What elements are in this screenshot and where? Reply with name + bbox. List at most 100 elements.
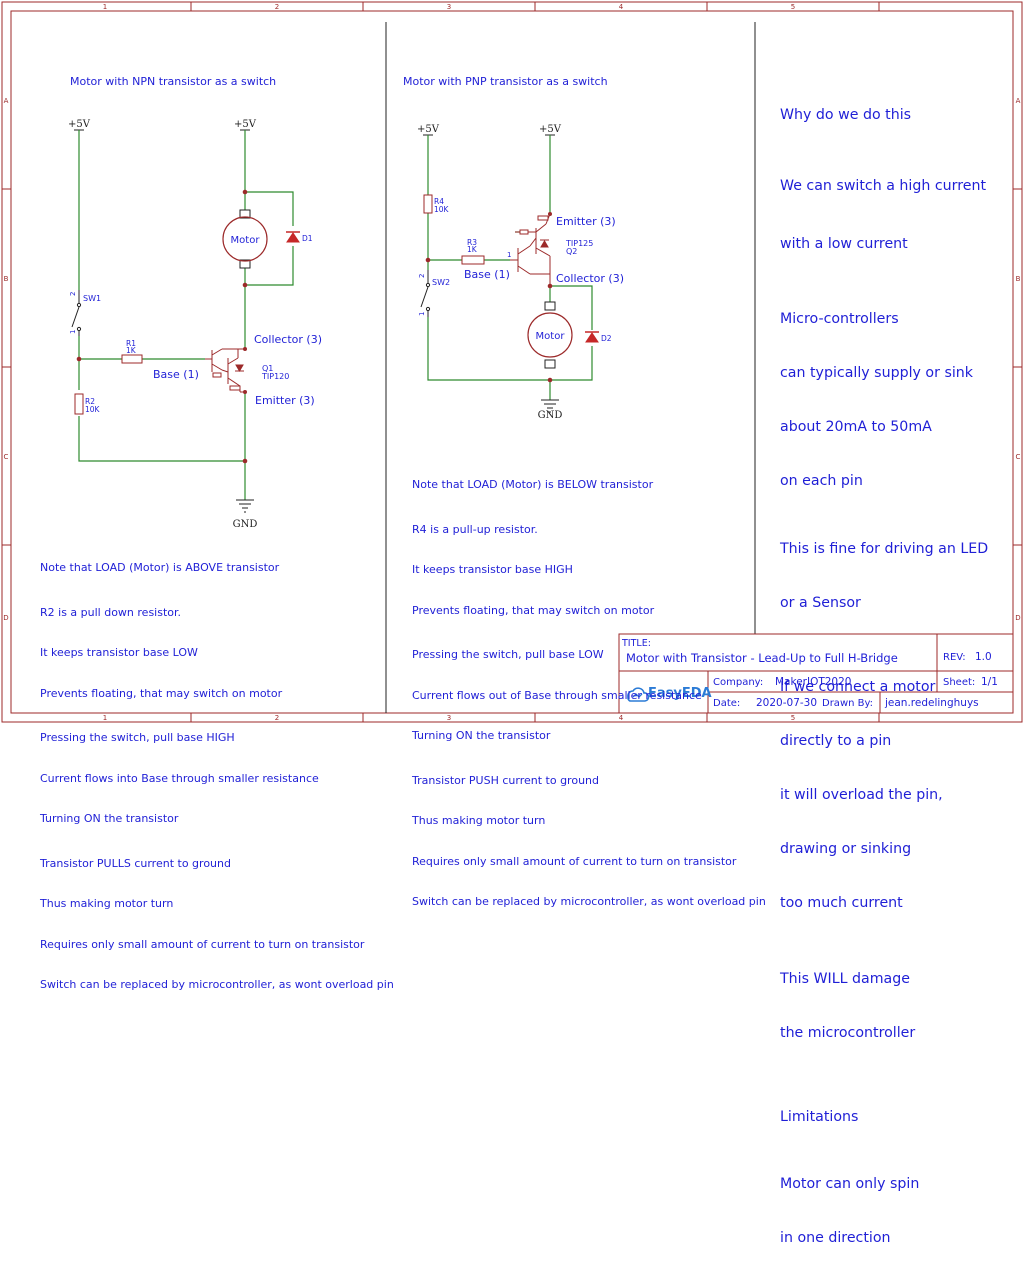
pnp-note-line: Turning ON the transistor xyxy=(412,729,551,742)
sheet-border-outer xyxy=(1,1,1023,723)
pnp-q-part: TIP125 xyxy=(565,239,593,248)
pnp-note-line: Switch can be replaced by microcontrolle… xyxy=(412,895,766,908)
npn-gnd-symbol xyxy=(236,499,254,513)
explanation-line: Micro-controllers xyxy=(780,311,899,327)
row-label-left: B xyxy=(4,275,9,283)
explanation-line: This is fine for driving an LED xyxy=(780,541,989,557)
easyeda-logo: EasyEDA xyxy=(627,686,712,702)
col-label-bottom: 5 xyxy=(791,714,795,722)
pnp-gnd-label: GND xyxy=(538,410,563,421)
pnp-switch-pin-bottom: 1 xyxy=(418,312,426,316)
npn-note-line: Turning ON the transistor xyxy=(40,812,179,825)
pnp-gnd-symbol xyxy=(541,399,559,413)
npn-switch-pin-bottom: 1 xyxy=(69,330,77,334)
npn-q-part: TIP120 xyxy=(261,372,289,381)
rev-value: 1.0 xyxy=(975,651,992,663)
pnp-note-line: Transistor PUSH current to ground xyxy=(412,773,599,787)
explanation-panel: Why do we do this We can switch a high c… xyxy=(780,70,988,1265)
logo-text: EasyEDA xyxy=(648,686,712,701)
npn-motor-brush-top xyxy=(239,209,251,219)
npn-diode-d1 xyxy=(286,232,300,243)
company-value: MakerIOT2020 xyxy=(775,676,851,688)
rev-label: REV: xyxy=(943,652,966,663)
explanation-line: the microcontroller xyxy=(780,1025,916,1041)
sheet-border-inner xyxy=(10,10,1014,714)
explanation-line: can typically supply or sink xyxy=(780,365,973,381)
npn-switch xyxy=(71,290,82,336)
pnp-diode-d2 xyxy=(585,332,599,343)
npn-title: Motor with NPN transistor as a switch xyxy=(70,75,276,88)
pnp-switch-label: SW2 xyxy=(432,278,450,287)
pnp-collector-label: Collector (3) xyxy=(556,272,624,285)
pnp-motor-label: Motor xyxy=(536,331,566,342)
npn-vcc-left-label: +5V xyxy=(68,119,91,130)
npn-note-line: Pressing the switch, pull base HIGH xyxy=(40,731,235,744)
pnp-wires xyxy=(427,135,593,400)
pnp-r4-value: 10K xyxy=(434,205,450,214)
title-block xyxy=(618,633,1014,714)
explanation-line: in one direction xyxy=(780,1230,891,1246)
pnp-q-name: Q2 xyxy=(566,247,577,256)
pnp-switch-pin-top: 2 xyxy=(418,274,426,278)
npn-r2-name: R2 xyxy=(85,397,95,406)
pnp-circuit: Motor with PNP transistor as a switch +5… xyxy=(403,75,624,421)
cloud-icon xyxy=(627,687,650,702)
pnp-transistor-q2 xyxy=(510,213,551,286)
npn-vcc-motor-label: +5V xyxy=(234,119,257,130)
npn-note-line: R2 is a pull down resistor. xyxy=(40,605,182,619)
pnp-motor-brush-top xyxy=(544,301,556,311)
pnp-r4-resistor xyxy=(423,194,433,214)
npn-diode-label: D1 xyxy=(302,234,313,243)
col-label-bottom: 3 xyxy=(447,714,451,722)
pnp-notes: Note that LOAD (Motor) is BELOW transist… xyxy=(412,451,766,922)
row-label-left: A xyxy=(4,97,9,105)
npn-note-line: Requires only small amount of current to… xyxy=(40,937,365,951)
title-value: Motor with Transistor - Lead-Up to Full … xyxy=(626,651,898,665)
pnp-r3-value: 1K xyxy=(467,245,478,254)
npn-note-line: Note that LOAD (Motor) is ABOVE transist… xyxy=(40,561,280,574)
col-label-top: 3 xyxy=(447,3,451,11)
npn-motor-label: Motor xyxy=(231,235,261,246)
pnp-switch xyxy=(420,270,431,317)
title-label: TITLE: xyxy=(621,638,651,649)
npn-notes: Note that LOAD (Motor) is ABOVE transist… xyxy=(40,534,394,1005)
explanation-line: with a low current xyxy=(780,236,908,252)
explanation-line: This WILL damage xyxy=(780,971,910,987)
explanation-line: directly to a pin xyxy=(780,733,892,749)
pnp-note-line: It keeps transistor base HIGH xyxy=(412,563,573,576)
row-label-right: A xyxy=(1016,97,1021,105)
col-label-top: 5 xyxy=(791,3,795,11)
explanation-line: We can switch a high current xyxy=(780,178,987,194)
pnp-diode-label: D2 xyxy=(601,334,612,343)
pnp-note-line: Current flows out of Base through smalle… xyxy=(412,688,702,702)
npn-circuit: Motor with NPN transistor as a switch +5… xyxy=(68,75,322,530)
row-label-right: C xyxy=(1016,453,1021,461)
sheet-value: 1/1 xyxy=(981,676,998,688)
npn-gnd-label: GND xyxy=(233,519,258,530)
pnp-emitter-label: Emitter (3) xyxy=(556,215,616,228)
col-label-bottom: 4 xyxy=(619,714,624,722)
pnp-vcc-right-label: +5V xyxy=(539,124,562,135)
date-label: Date: xyxy=(713,698,740,709)
explanation-line: it will overload the pin, xyxy=(780,787,943,803)
npn-r2-value: 10K xyxy=(85,405,101,414)
sheet-label: Sheet: xyxy=(943,677,975,688)
npn-note-line: Switch can be replaced by microcontrolle… xyxy=(40,978,394,991)
npn-motor-body xyxy=(222,216,268,262)
row-label-left: D xyxy=(3,614,8,622)
npn-note-line: Current flows into Base through smaller … xyxy=(40,771,319,785)
row-label-left: C xyxy=(4,453,9,461)
pnp-r3-pin: 1 xyxy=(507,251,511,259)
pnp-r3-name: R3 xyxy=(467,238,477,247)
row-label-right: B xyxy=(1016,275,1021,283)
explanation-line: about 20mA to 50mA xyxy=(780,419,932,435)
explanation-line: If we connect a motor xyxy=(780,679,936,695)
col-label-bottom: 2 xyxy=(275,714,279,722)
pnp-r4-name: R4 xyxy=(434,197,444,206)
explanation-line: Motor can only spin xyxy=(780,1176,920,1192)
npn-note-line: Thus making motor turn xyxy=(40,897,174,910)
pnp-r3-resistor xyxy=(461,255,485,265)
npn-r1-resistor xyxy=(121,354,143,364)
npn-note-line: Prevents floating, that may switch on mo… xyxy=(40,686,283,700)
npn-r1-name: R1 xyxy=(126,339,136,348)
